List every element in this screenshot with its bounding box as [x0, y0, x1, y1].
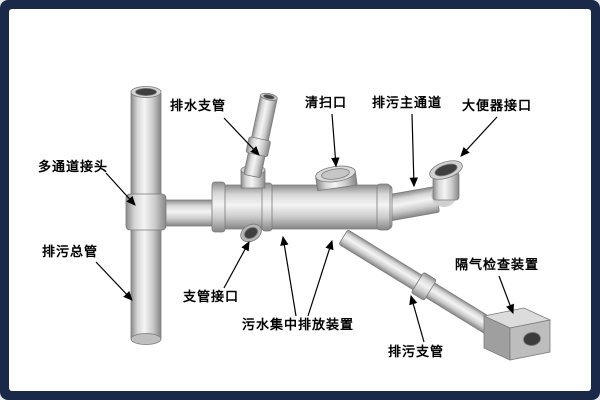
arrow-branch-pipe-connector [223, 240, 250, 289]
air-check-device-part [482, 307, 552, 361]
label-drain-branch-pipe: 排水支管 [170, 99, 227, 114]
label-central-discharge-device: 污水集中排放装置 [242, 318, 355, 333]
main-sewage-channel-part [383, 160, 463, 222]
arrow-toilet-connector [460, 116, 498, 157]
label-branch-pipe-connector: 支管接口 [183, 290, 240, 305]
arrow-main-sewage-stack [95, 261, 133, 301]
arrow-cleanout-port [331, 113, 340, 168]
toilet-connector-part [429, 160, 463, 180]
label-cleanout-port: 清扫口 [305, 96, 348, 111]
arrow-multi-channel-joint [105, 172, 136, 206]
central-discharge-device-part [211, 181, 393, 233]
arrow-central-discharge-2 [307, 239, 334, 317]
label-air-check-device: 隔气检查装置 [455, 258, 540, 273]
label-main-sewage-channel: 排污主通道 [372, 96, 443, 111]
label-sewage-branch-pipe: 排污支管 [388, 345, 445, 360]
label-main-sewage-stack: 排污总管 [42, 245, 99, 260]
label-multi-channel-joint: 多通道接头 [38, 160, 109, 175]
arrow-drain-branch-pipe [223, 117, 260, 156]
arrow-air-check-device [498, 275, 514, 315]
arrow-central-discharge-1 [280, 235, 297, 317]
drain-branch-pipe-part [243, 92, 278, 178]
branch-pipe-connector-part [240, 223, 262, 243]
annotation-arrows [95, 113, 514, 343]
label-toilet-connector: 大便器接口 [462, 99, 533, 114]
arrow-main-sewage-channel [409, 113, 418, 188]
arrow-sewage-branch-pipe [409, 294, 425, 343]
multi-channel-joint-part [125, 193, 219, 231]
